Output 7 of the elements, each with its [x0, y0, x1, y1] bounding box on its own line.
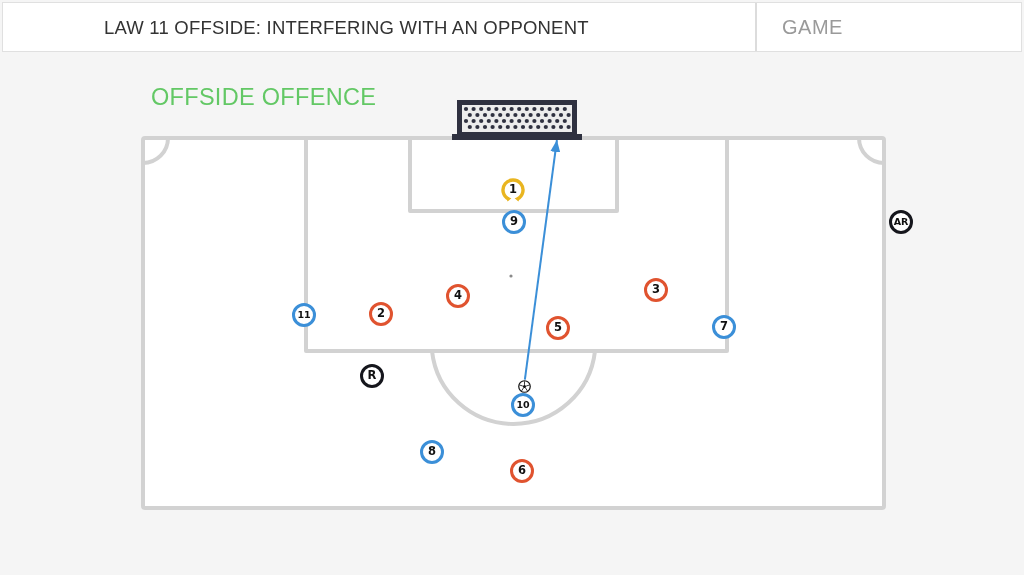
page-title: LAW 11 OFFSIDE: INTERFERING WITH AN OPPONENT: [104, 17, 589, 39]
ball-icon: [517, 379, 531, 393]
referee-marker: AR: [889, 210, 913, 234]
goal-net: [452, 100, 582, 140]
arrow: [523, 139, 561, 381]
section-label: GAME: [782, 16, 843, 39]
diagram-heading: OFFSIDE OFFENCE: [151, 84, 377, 111]
